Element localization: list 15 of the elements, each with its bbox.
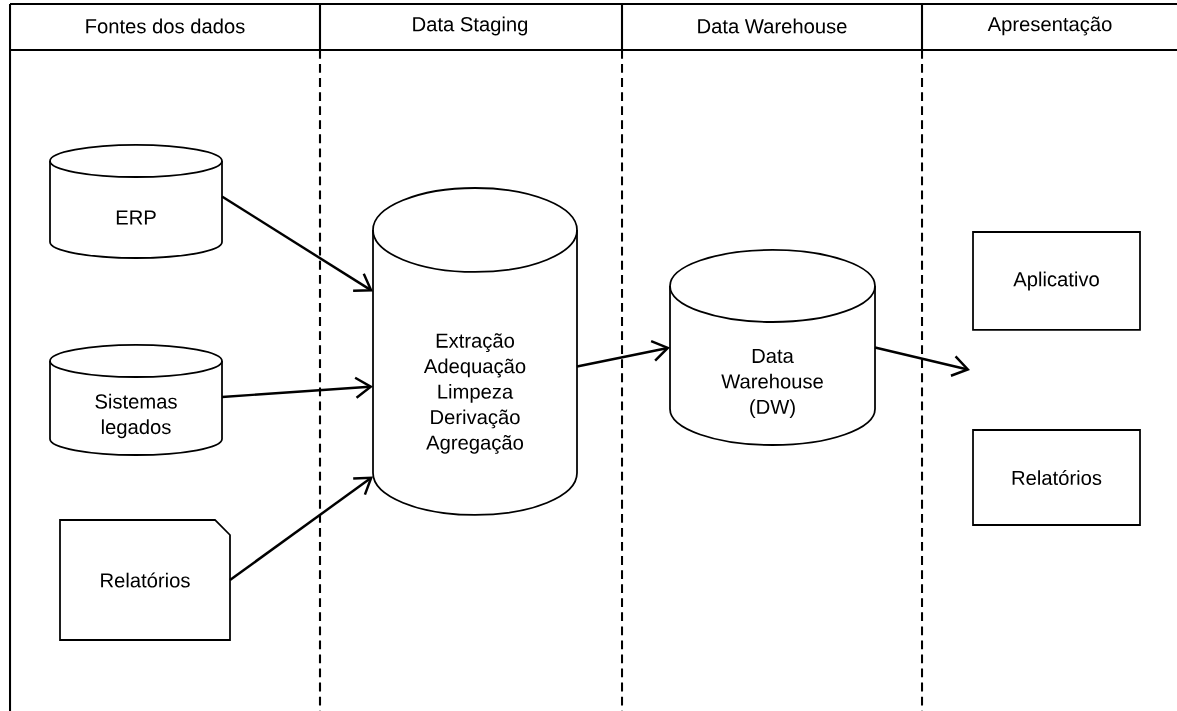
database-cylinder: Data Warehouse (DW) xyxy=(669,249,876,446)
database-cylinder: Extração Adequação Limpeza Derivação Agregação xyxy=(372,187,578,516)
arrow xyxy=(229,476,373,581)
column-header: Data Staging xyxy=(413,16,528,36)
arrow xyxy=(221,195,373,292)
column-header: Data Warehouse xyxy=(698,18,847,34)
database-cylinder: Sistemas legados xyxy=(49,344,223,456)
arrow xyxy=(221,376,373,399)
column-header: Apresentação xyxy=(987,16,1112,36)
arrow xyxy=(874,346,970,377)
database-cylinder: ERP xyxy=(49,144,223,259)
column-header: Fontes dos dados xyxy=(86,18,245,34)
arrow xyxy=(576,340,670,368)
output-box: Relatórios xyxy=(972,429,1141,526)
output-box: Aplicativo xyxy=(972,231,1141,331)
